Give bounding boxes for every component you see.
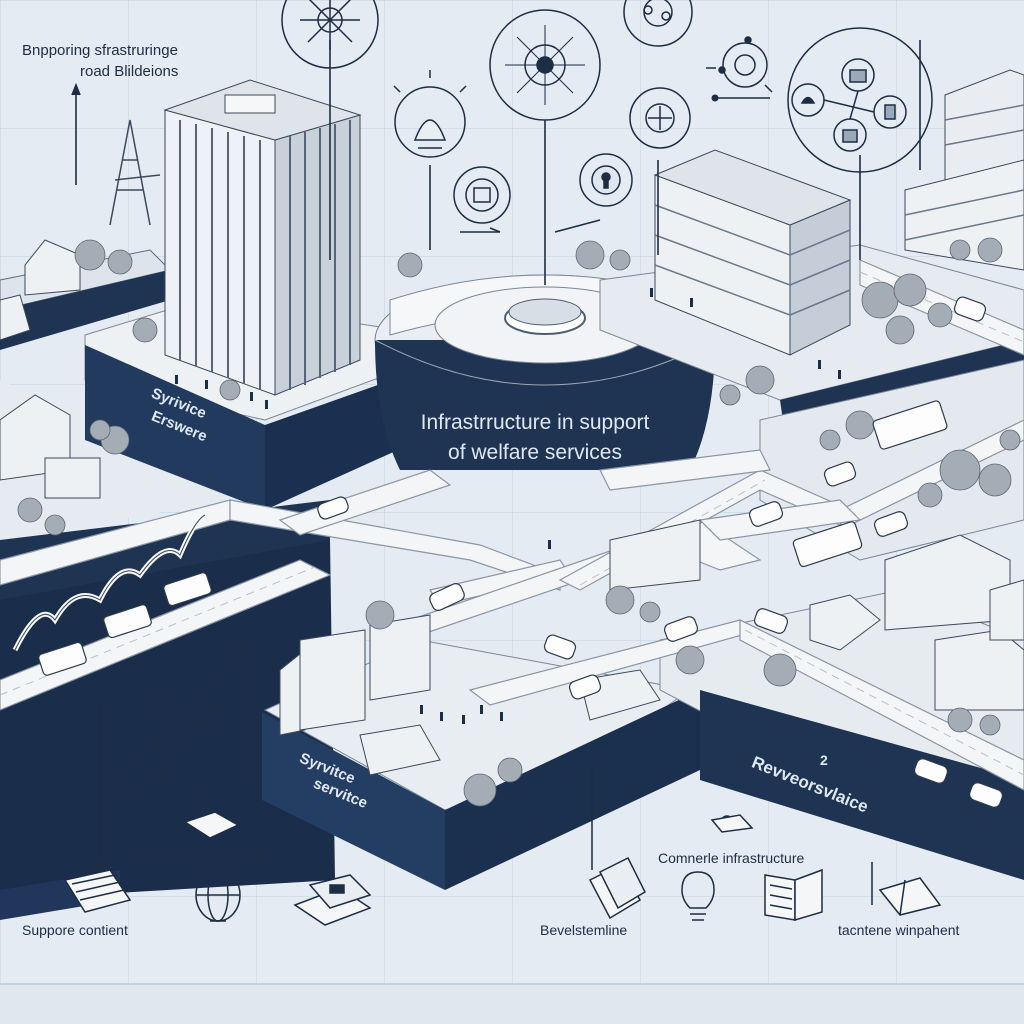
footer-label-center: Bevelstemline <box>540 922 628 938</box>
banner-title: Infrastrructure in support of welfare se… <box>380 408 690 468</box>
right-block-marker: 2 <box>820 752 828 768</box>
vehicles <box>38 296 1004 808</box>
book-icon <box>293 874 372 926</box>
lamp-icon <box>393 70 467 158</box>
banner-line2: of welfare services <box>448 441 622 464</box>
bottom-rule <box>0 984 1024 1024</box>
skyscraper <box>163 79 362 396</box>
bio-gear-icon <box>623 0 693 47</box>
network-cog-icon <box>706 36 773 93</box>
footer-label-left-upper: Coneduints contiont <box>136 850 260 866</box>
bulb-icon <box>681 871 715 921</box>
document-stack-icon <box>878 877 942 916</box>
banner-line1: Infrastrructure in support <box>420 411 650 434</box>
header-label-line1: Bnpporing sfrastruringe <box>22 42 178 59</box>
services-circle-icon <box>787 27 933 173</box>
footer-label-right-lower: tacntene winpahent <box>838 922 960 938</box>
pages-icon <box>588 765 646 920</box>
document-icon <box>183 790 240 839</box>
keyhole-cog-icon <box>579 153 633 207</box>
pedestrians <box>175 288 841 724</box>
papers-icon <box>63 869 132 913</box>
icon-connectors <box>71 40 921 285</box>
footer-label-left-lower: Suppore contient <box>22 922 128 938</box>
footer-label-right-upper: Comnerle infrastructure <box>658 850 805 866</box>
badge-icon <box>453 166 511 224</box>
bridge-arches <box>12 512 207 652</box>
office-building <box>653 149 852 356</box>
right-lower-buildings <box>809 534 1024 711</box>
small-gear-icon <box>710 814 754 833</box>
left-houses <box>0 239 101 499</box>
left-block <box>0 380 335 920</box>
graph-icon <box>95 639 251 870</box>
civic-buildings <box>279 519 701 776</box>
tools-cog-icon <box>629 87 691 149</box>
molecule-icon <box>489 9 601 121</box>
radio-tower <box>109 119 161 226</box>
sun-gear-icon <box>281 0 379 69</box>
globe-balloon-icon <box>195 868 241 922</box>
tree-clusters <box>17 237 1021 807</box>
open-book-icon <box>764 868 823 922</box>
header-label-line2: road Blildeions <box>80 63 179 80</box>
